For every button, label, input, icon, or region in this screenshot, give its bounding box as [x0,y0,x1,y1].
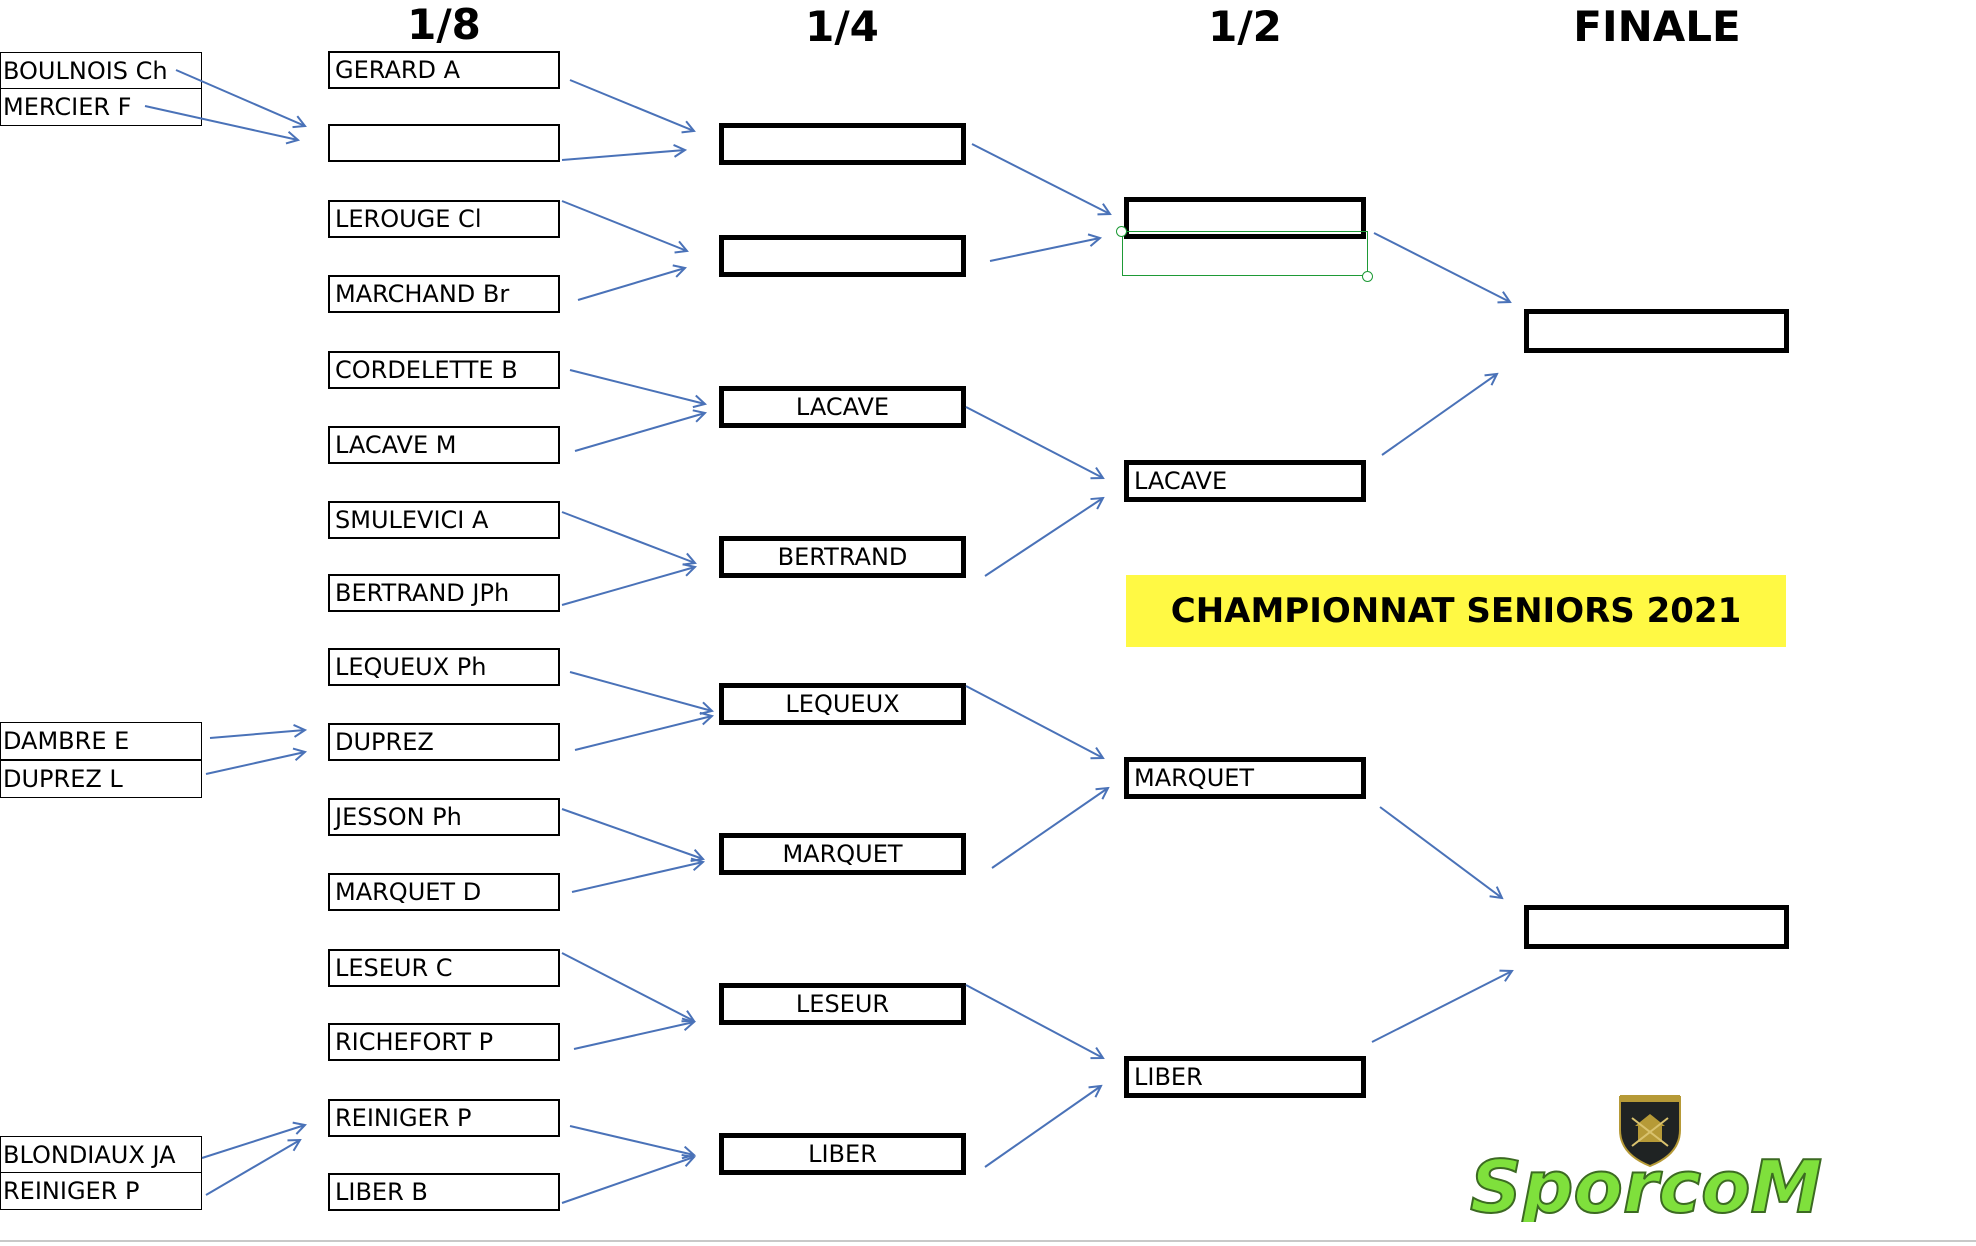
bracket-arrow [205,1140,300,1196]
bracket-arrow [144,105,298,140]
quarterfinal-slot[interactable]: LESEUR [719,983,966,1025]
round16-slot[interactable]: GERARD A [328,51,560,89]
round16-slot[interactable]: RICHEFORT P [328,1023,560,1061]
bracket-arrow [1373,232,1510,302]
quarterfinal-slot[interactable]: LEQUEUX [719,683,966,725]
bracket-arrow [965,406,1103,478]
bracket-arrow [209,730,305,739]
bracket-arrow [965,685,1103,758]
bracket-arrow [573,1022,694,1050]
qualifier-cell[interactable]: BLONDIAUX JA [0,1136,202,1174]
club-crest-icon [1619,1095,1681,1168]
semifinal-slot[interactable]: MARQUET [1124,757,1366,799]
header-round-of-16: 1/8 [407,0,481,49]
round16-slot[interactable]: MARCHAND Br [328,275,560,313]
bracket-arrow [569,1125,694,1155]
round16-slot[interactable]: LEQUEUX Ph [328,648,560,686]
qualifier-cell[interactable]: MERCIER F [0,88,202,126]
quarterfinal-slot[interactable] [719,235,966,277]
bracket-arrow [577,268,685,301]
qualifier-cell[interactable]: BOULNOIS Ch [0,52,202,90]
semifinal-slot[interactable] [1124,197,1366,239]
qualifier-cell[interactable]: REINIGER P [0,1172,202,1210]
quarterfinal-slot[interactable]: MARQUET [719,833,966,875]
bracket-arrow [561,511,695,563]
bracket-arrow [574,413,705,452]
bracket-arrow [561,150,685,161]
semifinal-slot[interactable]: LIBER [1124,1056,1366,1098]
round16-slot[interactable]: LIBER B [328,1173,560,1211]
round16-slot[interactable]: BERTRAND JPh [328,574,560,612]
bracket-arrow [205,752,305,775]
bracket-arrow [984,498,1103,577]
bracket-arrow [569,79,694,131]
bracket-arrow [571,862,703,893]
quarterfinal-slot[interactable]: LACAVE [719,386,966,428]
selection-handle[interactable] [1362,271,1373,282]
round16-slot[interactable]: SMULEVICI A [328,501,560,539]
final-slot[interactable] [1524,309,1789,353]
round16-slot[interactable] [328,124,560,162]
header-quarterfinals: 1/4 [805,2,879,51]
round16-slot[interactable]: JESSON Ph [328,798,560,836]
bracket-arrow [991,788,1108,869]
quarterfinal-slot[interactable]: LIBER [719,1133,966,1175]
round16-slot[interactable]: DUPREZ [328,723,560,761]
cell-selection[interactable] [1122,231,1368,276]
bracket-arrow [1381,374,1497,456]
bracket-arrow [201,1125,305,1159]
bracket-arrow [175,69,305,126]
round16-slot[interactable]: MARQUET D [328,873,560,911]
final-slot[interactable] [1524,905,1789,949]
header-semifinals: 1/2 [1208,2,1282,51]
bracket-arrow [989,238,1100,262]
round16-slot[interactable]: LEROUGE Cl [328,200,560,238]
bracket-arrow [965,984,1103,1058]
bracket-arrow [984,1086,1101,1168]
bracket-arrow [1379,806,1502,898]
bracket-arrow [561,567,695,606]
round16-slot[interactable]: REINIGER P [328,1099,560,1137]
header-final: FINALE [1573,2,1741,51]
bracket-arrow [574,716,712,751]
bracket-arrow [1371,971,1512,1043]
logo-wordmark: SporcoM [1470,1145,1822,1222]
bracket-arrow [561,200,687,251]
bracket-arrow [569,671,712,711]
page-divider [0,1240,1976,1242]
bracket-arrow [971,143,1110,214]
selection-handle[interactable] [1116,226,1127,237]
round16-slot[interactable]: LESEUR C [328,949,560,987]
semifinal-slot[interactable]: LACAVE [1124,460,1366,502]
championship-banner: CHAMPIONNAT SENIORS 2021 [1126,575,1786,647]
quarterfinal-slot[interactable]: BERTRAND [719,536,966,578]
bracket-arrow [569,369,705,404]
quarterfinal-slot[interactable] [719,123,966,165]
qualifier-cell[interactable]: DUPREZ L [0,760,202,798]
qualifier-cell[interactable]: DAMBRE E [0,722,202,760]
round16-slot[interactable]: LACAVE M [328,426,560,464]
bracket-arrow [561,952,694,1021]
bracket-arrow [561,1157,694,1204]
bracket-arrow [561,808,703,859]
round16-slot[interactable]: CORDELETTE B [328,351,560,389]
sporcom-logo: SporcoM [1470,1095,1823,1222]
